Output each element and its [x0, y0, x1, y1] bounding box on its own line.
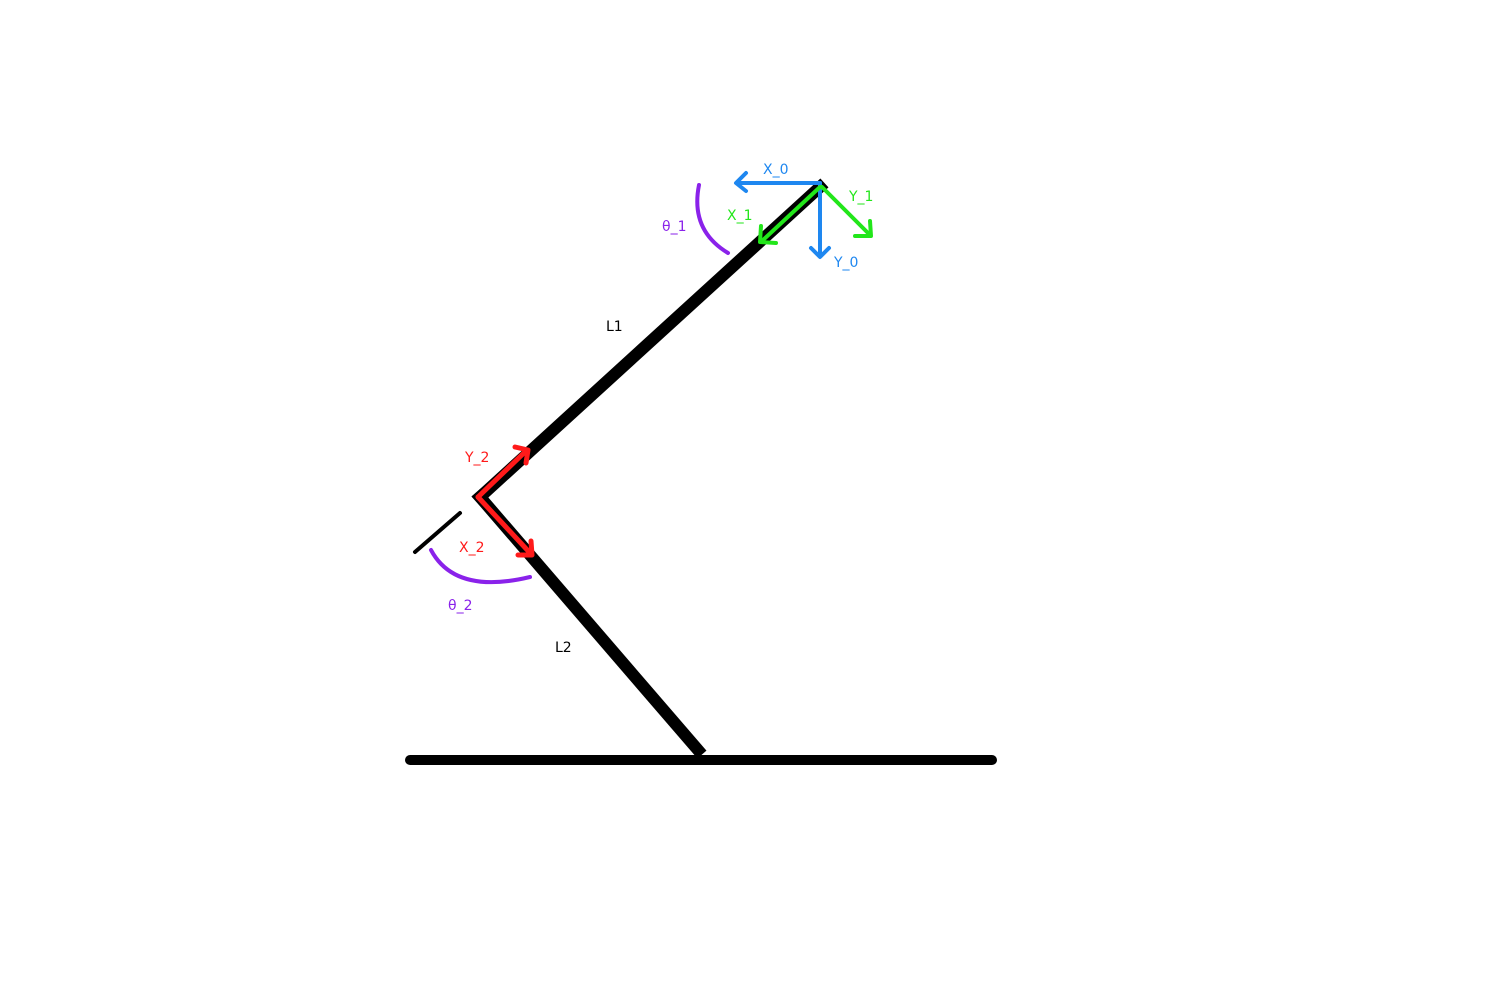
theta-1-label: θ_1 — [662, 219, 686, 235]
y0-label: Y_0 — [833, 255, 858, 271]
x2-label: X_2 — [459, 540, 485, 556]
theta-2-arc — [429, 548, 532, 585]
frame-2-axes — [475, 444, 535, 558]
reference-dash — [413, 511, 462, 554]
x1-label: X_1 — [727, 208, 753, 224]
link-1-label: L1 — [606, 319, 623, 335]
theta-2-label: θ_2 — [448, 598, 472, 614]
theta-1-arc — [695, 183, 730, 255]
x0-label: X_0 — [763, 162, 789, 178]
frame-0-axes — [734, 171, 831, 259]
y1-label: Y_1 — [848, 189, 873, 205]
frame-1-axes — [758, 185, 873, 245]
link-2-label: L2 — [555, 640, 572, 656]
y2-label: Y_2 — [464, 450, 489, 466]
